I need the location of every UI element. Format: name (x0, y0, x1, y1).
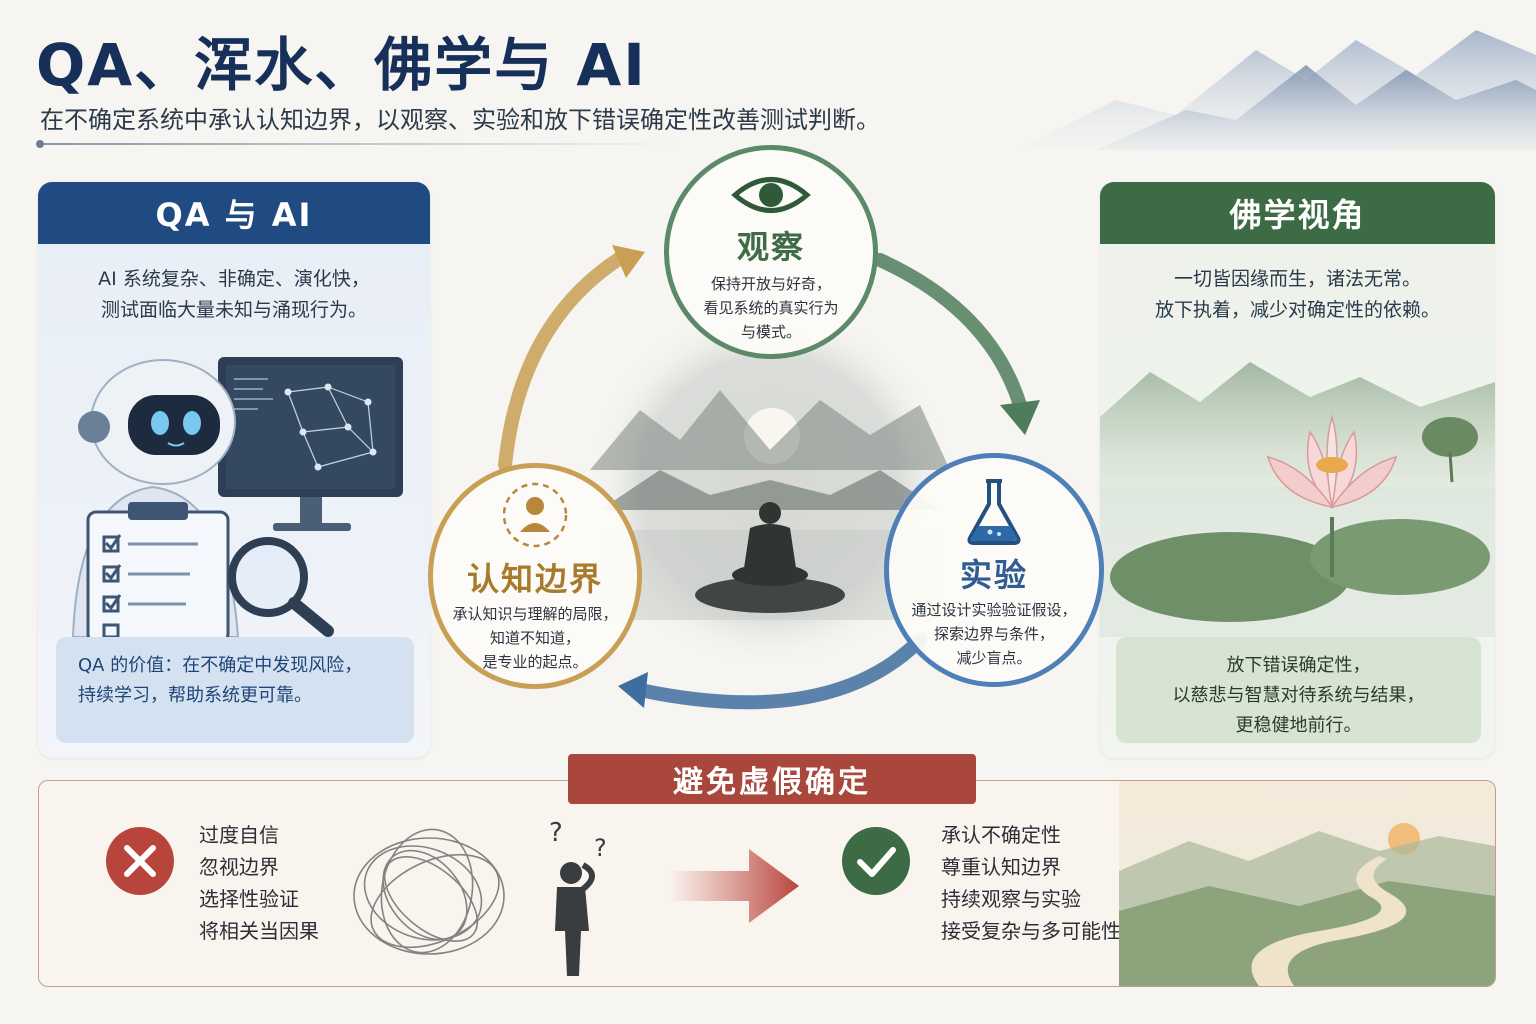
buddhism-description-line: 一切皆因缘而生，诸法无常。 (1173, 268, 1421, 290)
question-mark-icon: ? (594, 834, 607, 862)
confusion-illustration: ? ? (353, 818, 607, 976)
false-certainty-item: 过度自信 (199, 823, 279, 847)
lotus-leaf-icon (1110, 417, 1490, 622)
false-certainty-item: 选择性验证 (199, 887, 299, 911)
magnifier-icon (228, 537, 334, 637)
cycle-node-desc-line: 承认知识与理解的局限， (452, 605, 618, 623)
buddhism-note-line: 放下错误确定性， (1226, 655, 1371, 676)
check-icon (842, 827, 910, 895)
buddhism-description-line: 放下执着，减少对确定性的依赖。 (1154, 299, 1440, 321)
buddhism-note-line: 以慈悲与智慧对待系统与结果， (1172, 685, 1425, 706)
cycle-arrow-boundary-to-observe (498, 248, 632, 472)
qa-ai-panel: QA 与 AI AI 系统复杂、非确定、演化快， 测试面临大量未知与涌现行为。 (38, 182, 430, 758)
monitor-icon (218, 357, 403, 531)
cycle-node-boundary-title: 认知边界 (466, 560, 603, 598)
cycle-node-desc-line: 是专业的起点。 (482, 653, 588, 671)
healthy-approach-item: 接受复杂与多可能性 (941, 919, 1121, 943)
false-certainty-item: 将相关当因果 (199, 919, 319, 943)
cycle-node-desc-line: 与模式。 (740, 323, 801, 341)
flask-icon (967, 479, 1021, 545)
tangled-scribble-icon (353, 828, 505, 955)
false-certainty-list: 过度自信 忽视边界 选择性验证 将相关当因果 (199, 819, 319, 947)
buddhism-description: 一切皆因缘而生，诸法无常。 放下执着，减少对确定性的依赖。 (1100, 264, 1495, 326)
avoid-false-certainty-section: 过度自信 忽视边界 选择性验证 将相关当因果 ? ? 承认不确定性 尊重认知边界… (38, 780, 1496, 987)
transition-arrow-icon (669, 849, 799, 923)
buddhism-note: 放下错误确定性， 以慈悲与智慧对待系统与结果， 更稳健地前行。 (1116, 637, 1481, 743)
question-mark-icon: ? (549, 818, 563, 848)
arrowhead-icon (1000, 400, 1040, 435)
page-subtitle: 在不确定系统中承认认知边界，以观察、实验和放下错误确定性改善测试判断。 (40, 106, 880, 134)
cycle-node-experiment-title: 实验 (959, 556, 1028, 594)
cycle-node-observe-desc: 保持开放与好奇， 看见系统的真实行为 与模式。 (669, 272, 873, 344)
cycle-node-desc-line: 通过设计实验验证假设， (911, 601, 1077, 619)
robot-tester-illustration (71, 357, 403, 637)
qa-ai-description-line: AI 系统复杂、非确定、演化快， (98, 268, 370, 290)
cycle-diagram (498, 245, 1040, 710)
cycle-node-observe: 观察 保持开放与好奇， 看见系统的真实行为 与模式。 (664, 145, 878, 359)
winding-path-icon (1251, 856, 1407, 986)
qa-ai-description-line: 测试面临大量未知与涌现行为。 (100, 299, 367, 321)
winding-path-landscape-illustration (1119, 781, 1495, 986)
page-title: QA、浑水、佛学与 AI (36, 31, 647, 99)
healthy-approach-list: 承认不确定性 尊重认知边界 持续观察与实验 接受复杂与多可能性 (941, 819, 1121, 947)
avoid-false-certainty-banner: 避免虚假确定 (568, 754, 976, 804)
buddhism-panel-title: 佛学视角 (1100, 182, 1495, 244)
healthy-approach-item: 承认不确定性 (941, 823, 1061, 847)
checklist-clipboard-icon (86, 502, 230, 637)
buddhism-perspective-panel: 佛学视角 一切皆因缘而生，诸法无常。 放下执着，减少对确定性的依赖。 放下错误确… (1100, 182, 1495, 758)
meditating-person-icon (732, 502, 808, 586)
arrowhead-icon (618, 672, 648, 708)
cycle-node-desc-line: 减少盲点。 (956, 649, 1032, 667)
buddhism-note-line: 更稳健地前行。 (1235, 715, 1362, 736)
qa-value-note-line: QA 的价值：在不确定中发现风险， (78, 655, 363, 676)
healthy-approach-item: 尊重认知边界 (941, 855, 1061, 879)
healthy-approach-item: 持续观察与实验 (941, 887, 1081, 911)
cross-icon (106, 827, 174, 895)
cycle-node-cognitive-boundary: 认知边界 承认知识与理解的局限， 知道不知道， 是专业的起点。 (428, 463, 642, 689)
cycle-arrow-observe-to-experiment (873, 253, 1027, 412)
cycle-node-experiment: 实验 通过设计实验验证假设， 探索边界与条件， 减少盲点。 (884, 453, 1104, 687)
cycle-node-desc-line: 保持开放与好奇， (710, 275, 831, 293)
arrowhead-icon (612, 245, 645, 278)
qa-value-note-line: 持续学习，帮助系统更可靠。 (78, 685, 312, 706)
eye-icon (731, 177, 811, 213)
header-mountain-illustration (1016, 30, 1536, 150)
meditation-scene-illustration (585, 300, 955, 670)
lotus-flower-icon (1266, 414, 1398, 577)
cycle-node-desc-line: 探索边界与条件， (933, 625, 1054, 643)
lotus-landscape-illustration (1100, 362, 1495, 637)
title-divider (36, 140, 680, 148)
cycle-node-observe-title: 观察 (736, 228, 805, 266)
person-boundary-icon (502, 482, 568, 548)
qa-ai-description: AI 系统复杂、非确定、演化快， 测试面临大量未知与涌现行为。 (38, 264, 430, 326)
cycle-node-desc-line: 看见系统的真实行为 (703, 299, 839, 317)
qa-value-note: QA 的价值：在不确定中发现风险， 持续学习，帮助系统更可靠。 (56, 637, 414, 743)
cycle-node-desc-line: 知道不知道， (489, 629, 580, 647)
cycle-node-boundary-desc: 承认知识与理解的局限， 知道不知道， 是专业的起点。 (433, 602, 637, 674)
confused-person-icon (555, 862, 595, 976)
cycle-node-experiment-desc: 通过设计实验验证假设， 探索边界与条件， 减少盲点。 (889, 598, 1099, 670)
cycle-arrow-experiment-to-boundary (633, 633, 927, 710)
false-certainty-item: 忽视边界 (199, 855, 279, 879)
qa-ai-panel-title: QA 与 AI (38, 182, 430, 244)
